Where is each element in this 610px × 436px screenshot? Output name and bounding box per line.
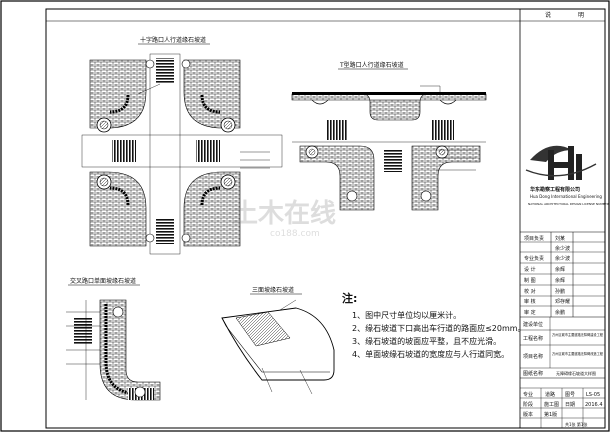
item-value: 万州区城市主要道路无障碍改造工程 [552, 351, 604, 356]
note-2: 2、缘石坡道下口高出车行道的路面应≤20mm。 [352, 323, 526, 333]
header-col-2: 明 [578, 12, 584, 19]
company-name-en: Hua Dong International Engineering [530, 194, 602, 199]
t-intersection-drawing: T型路口人行道缘石坡道 [291, 61, 487, 211]
project-name-value: 万州区城市主要道路无障碍建设工程 [552, 332, 604, 337]
three-title: 三面坡缘石坡道 [252, 286, 294, 294]
item-label: 项目名称 [523, 353, 543, 360]
company-sub-en: NATIONAL ARCHITECTURAL DESIGN LICENSE NU… [528, 202, 609, 206]
sig-name-6: 孙鹏 [555, 288, 565, 295]
sig-role-7: 审 核 [524, 298, 536, 305]
fork-title: 交叉路口单面坡缘石坡道 [70, 277, 136, 285]
spec-value: 道路 [545, 391, 555, 398]
note-3: 3、缘石坡道的坡面应平整，且不应光滑。 [352, 336, 501, 346]
sig-name-8: 余鹏 [555, 309, 565, 316]
company-logo [525, 145, 597, 180]
sig-name-5: 余辉 [555, 277, 565, 284]
company-name-cn: 华东勘察工程有限公司 [530, 186, 580, 193]
page-label: 共1张 第1张 [565, 421, 587, 427]
stage-label: 阶段 [523, 401, 533, 408]
no-label: 图号 [565, 392, 575, 398]
version-value: 第1版 [544, 411, 557, 418]
client-label: 建设单位 [523, 321, 543, 328]
date-label: 日期 [565, 402, 575, 408]
sig-role-8: 审 定 [524, 309, 536, 316]
notes-block: 注: 1、图中尺寸单位均以厘米计。 2、缘石坡道下口高出车行道的路面应≤20mm… [342, 291, 526, 359]
t-title: T型路口人行道缘石坡道 [339, 61, 404, 69]
watermark-en: co188.com [270, 229, 320, 239]
sig-role-4: 设 计 [524, 266, 536, 273]
sig-role-3: 专业负责 [524, 255, 544, 262]
cross-title: 十字路口人行道缘石坡道 [140, 36, 206, 44]
sig-name-4: 余辉 [555, 266, 565, 273]
watermark: 土木在线 co188.com [232, 199, 336, 239]
no-value: LS-05 [586, 392, 600, 398]
sig-name-3: 余少波 [555, 255, 570, 262]
sig-name-7: 邓存耀 [555, 298, 570, 305]
sig-name-1: 刘某 [555, 235, 565, 242]
three-slope-drawing: 三面坡缘石坡道 [221, 286, 335, 395]
header-col-1: 说 [545, 11, 551, 19]
cross-intersection-drawing: 十字路口人行道缘石坡道 [81, 36, 283, 255]
sig-role-5: 制 图 [524, 277, 536, 284]
note-4: 4、单面坡缘石坡道的宽度应与人行道同宽。 [352, 349, 509, 359]
spec-label: 专业 [523, 391, 533, 398]
title-block: 华东勘察工程有限公司 Hua Dong International Engine… [520, 145, 609, 428]
drawing-name-value: 无障碍缘石坡道大样图 [556, 370, 596, 376]
date-value: 2016.4 [585, 402, 603, 408]
note-1: 1、图中尺寸单位均以厘米计。 [352, 310, 461, 320]
watermark-cn: 土木在线 [232, 199, 336, 229]
notes-heading: 注: [342, 291, 357, 305]
sig-role-1: 项目负责 [524, 235, 544, 242]
version-label: 版本 [523, 411, 533, 418]
fork-intersection-drawing: 交叉路口单面坡缘石坡道 [66, 277, 161, 401]
stage-value: 施工图 [544, 401, 559, 408]
sig-role-6: 校 对 [524, 288, 536, 295]
inner-border [45, 8, 606, 429]
project-name-label: 工程名称 [523, 335, 543, 342]
drawing-name-label: 图纸名称 [523, 370, 543, 377]
sig-name-2: 余少波 [555, 245, 570, 252]
